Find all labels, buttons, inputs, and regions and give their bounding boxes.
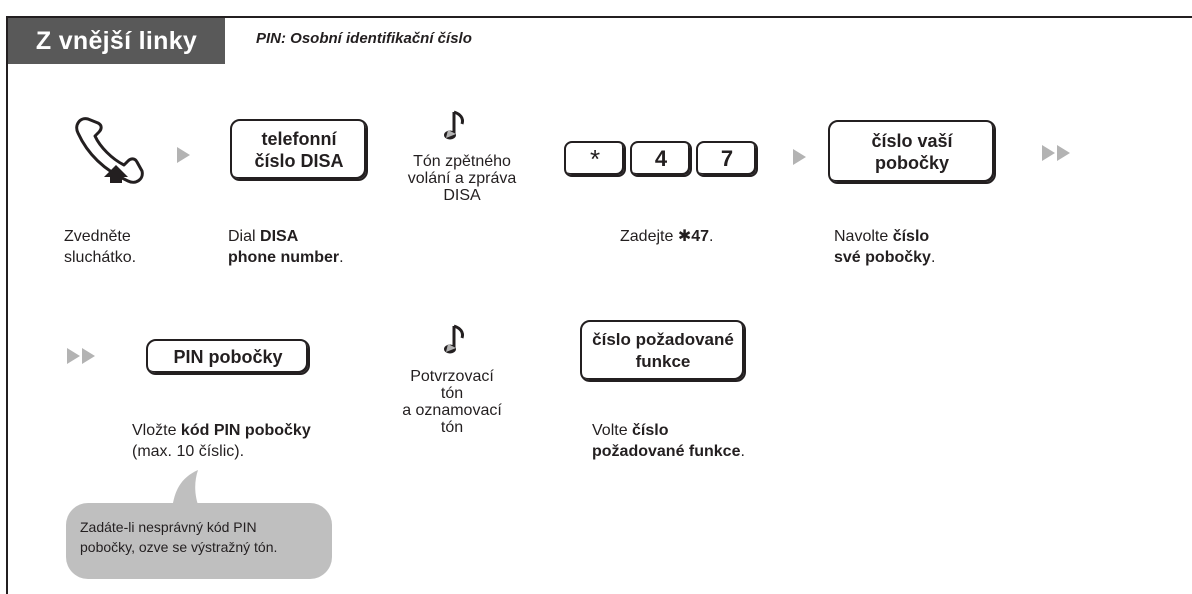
caption-text: Zadejte — [620, 228, 678, 245]
caption-bold: DISA — [260, 228, 299, 245]
step4-caption: Navolte číslo své pobočky. — [834, 226, 935, 268]
tone1-caption: Tón zpětného volání a zpráva DISA — [382, 153, 542, 204]
caption-line: tón — [440, 419, 464, 436]
music-note-icon — [444, 110, 464, 140]
note-line: pobočky, ozve se výstražný tón. — [80, 539, 278, 555]
caption-bold: číslo — [632, 422, 669, 439]
caption-line: (max. 10 číslic). — [132, 443, 245, 460]
caption-line: DISA — [443, 187, 481, 204]
step3-caption: Zadejte ✱47. — [620, 226, 713, 247]
caption-text: Volte — [592, 422, 633, 439]
caption-line: tón — [440, 385, 464, 402]
note-line: Zadáte-li nesprávný kód PIN — [80, 519, 257, 535]
caption-text: . — [740, 443, 745, 460]
double-arrow-right-icon — [1042, 145, 1055, 161]
caption-text: Dial — [228, 228, 261, 245]
extension-number-key: číslo vaší pobočky — [828, 120, 996, 184]
speech-bubble-tail-icon — [172, 470, 200, 510]
page-title: Z vnější linky — [8, 18, 225, 64]
caption-bold: ✱47 — [677, 228, 710, 245]
dial-key-7: 7 — [696, 141, 758, 177]
step2-caption: Dial DISA phone number. — [228, 226, 344, 268]
page-subtitle: PIN: Osobní identifikační číslo — [256, 30, 472, 47]
caption-line: Tón zpětného — [413, 153, 511, 170]
caption-line: volání a zpráva — [407, 170, 517, 187]
tone2-caption: Potvrzovací tón a oznamovací tón — [372, 368, 532, 436]
frame-left-border — [6, 16, 8, 594]
double-arrow-right-icon — [67, 348, 80, 364]
feature-number-key: číslo požadované funkce — [580, 320, 746, 382]
step1-caption: Zvedněte sluchátko. — [64, 226, 136, 268]
step6-caption: Volte číslo požadované funkce. — [592, 420, 745, 462]
caption-text: Navolte — [834, 228, 893, 245]
double-arrow-right-icon — [1057, 145, 1070, 161]
arrow-right-icon — [177, 147, 190, 163]
caption-bold: své pobočky — [834, 249, 931, 266]
frame-top-border — [6, 16, 1192, 18]
caption-line: Potvrzovací — [410, 368, 494, 385]
caption-text: Vložte — [132, 422, 181, 439]
disa-phone-number-key: telefonní číslo DISA — [230, 119, 368, 181]
pin-extension-key: PIN pobočky — [146, 339, 310, 375]
arrow-right-icon — [793, 149, 806, 165]
key-label: číslo požadované — [592, 330, 734, 349]
key-label: funkce — [635, 352, 691, 371]
warning-note-bubble: Zadáte-li nesprávný kód PIN pobočky, ozv… — [66, 503, 332, 579]
caption-text: . — [930, 249, 936, 266]
caption-bold: kód PIN pobočky — [180, 422, 311, 439]
key-label: číslo DISA — [254, 151, 344, 171]
caption-bold: číslo — [892, 228, 930, 245]
caption-line: a oznamovací — [402, 402, 502, 419]
caption-bold: phone number — [228, 249, 340, 266]
caption-text: . — [339, 249, 344, 266]
caption-text: . — [709, 228, 714, 245]
step5-caption: Vložte kód PIN pobočky (max. 10 číslic). — [132, 420, 311, 462]
caption-bold: požadované funkce — [592, 443, 741, 460]
music-note-icon — [444, 324, 464, 354]
key-label: telefonní — [261, 129, 337, 149]
key-label: pobočky — [874, 153, 949, 173]
caption-line: Zvedněte — [64, 228, 131, 245]
handset-offhook-icon — [75, 117, 144, 184]
double-arrow-right-icon — [82, 348, 95, 364]
key-label: číslo vaší — [871, 131, 953, 151]
caption-line: sluchátko. — [64, 249, 137, 266]
dial-key-4: 4 — [630, 141, 692, 177]
dial-key-star: * — [564, 141, 626, 177]
